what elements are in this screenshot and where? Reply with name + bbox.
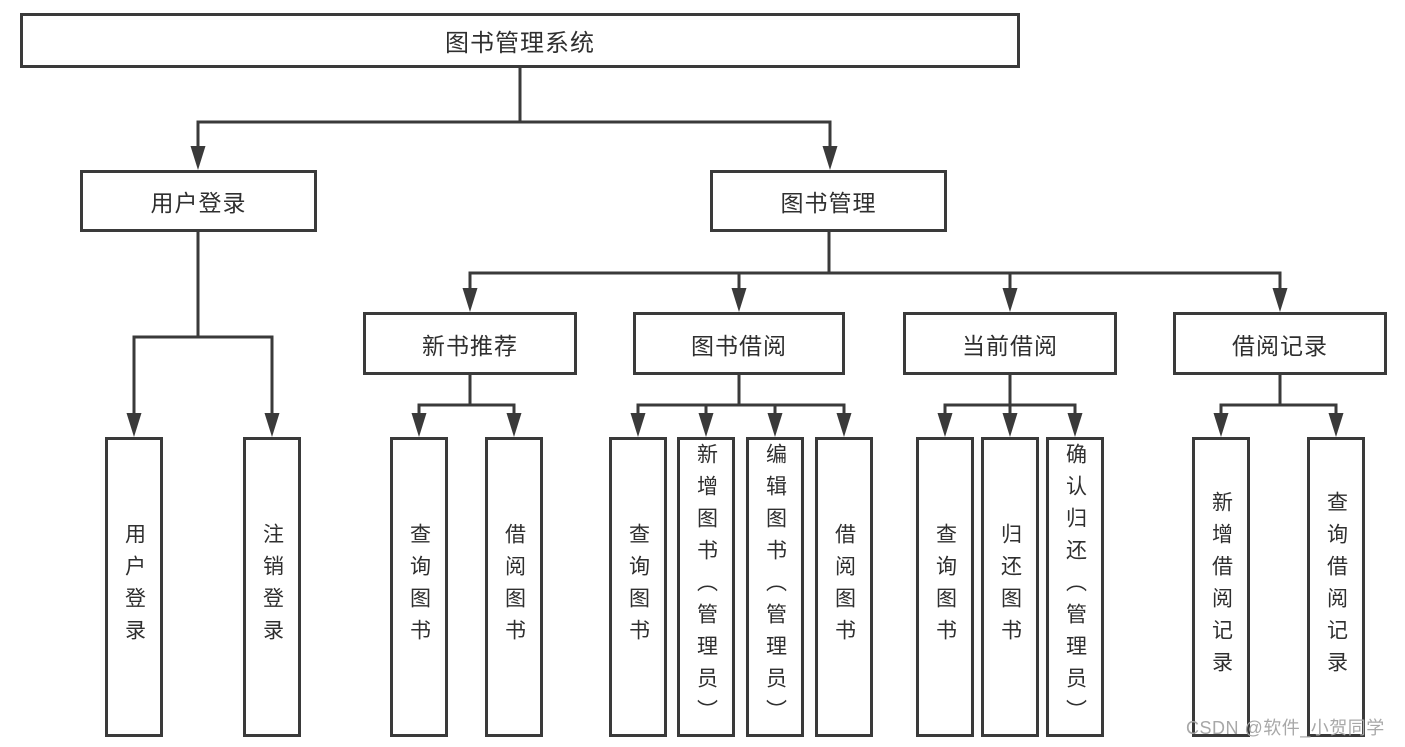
leaf-records-query-record-label: 查询借阅记录	[1324, 491, 1348, 683]
node-current-borrow-label: 当前借阅	[962, 332, 1058, 359]
node-new-book-recommend: 新书推荐	[363, 312, 577, 375]
leaf-user-login: 用户登录	[105, 437, 163, 737]
leaf-current-return-books: 归还图书	[981, 437, 1039, 737]
node-new-book-recommend-label: 新书推荐	[422, 332, 518, 359]
leaf-borrow-borrow-books-label: 借阅图书	[832, 523, 856, 651]
leaf-borrow-add-books: 新增图书（管理员）	[677, 437, 735, 737]
leaf-current-query-books: 查询图书	[916, 437, 974, 737]
leaf-records-add-record: 新增借阅记录	[1192, 437, 1250, 737]
node-borrow-records: 借阅记录	[1173, 312, 1387, 375]
leaf-current-query-books-label: 查询图书	[933, 523, 957, 651]
leaf-newbook-query-books-label: 查询图书	[407, 523, 431, 651]
node-book-borrow: 图书借阅	[633, 312, 845, 375]
leaf-borrow-edit-books: 编辑图书（管理员）	[746, 437, 804, 737]
leaf-records-query-record: 查询借阅记录	[1307, 437, 1365, 737]
node-user-login: 用户登录	[80, 170, 317, 232]
node-book-management-label: 图书管理	[780, 190, 877, 216]
leaf-borrow-query-books-label: 查询图书	[626, 523, 650, 651]
leaf-current-confirm-return-label: 确认归还（管理员）	[1063, 443, 1087, 731]
leaf-current-confirm-return: 确认归还（管理员）	[1046, 437, 1104, 737]
csdn-watermark: CSDN @软件_小贺同学	[1186, 718, 1385, 738]
leaf-user-login-label: 用户登录	[122, 523, 146, 651]
node-book-management: 图书管理	[710, 170, 947, 232]
leaf-logout-label: 注销登录	[260, 523, 284, 651]
leaf-newbook-borrow-books: 借阅图书	[485, 437, 543, 737]
leaf-records-add-record-label: 新增借阅记录	[1209, 491, 1233, 683]
leaf-borrow-add-books-label: 新增图书（管理员）	[694, 443, 718, 731]
leaf-logout: 注销登录	[243, 437, 301, 737]
node-borrow-records-label: 借阅记录	[1232, 332, 1328, 359]
leaf-borrow-edit-books-label: 编辑图书（管理员）	[763, 443, 787, 731]
leaf-newbook-query-books: 查询图书	[390, 437, 448, 737]
node-current-borrow: 当前借阅	[903, 312, 1117, 375]
leaf-newbook-borrow-books-label: 借阅图书	[502, 523, 526, 651]
leaf-borrow-borrow-books: 借阅图书	[815, 437, 873, 737]
node-user-login-label: 用户登录	[150, 190, 247, 216]
node-book-borrow-label: 图书借阅	[691, 332, 787, 359]
node-root: 图书管理系统	[20, 13, 1020, 68]
node-root-label: 图书管理系统	[445, 30, 595, 57]
leaf-current-return-books-label: 归还图书	[998, 523, 1022, 651]
leaf-borrow-query-books: 查询图书	[609, 437, 667, 737]
